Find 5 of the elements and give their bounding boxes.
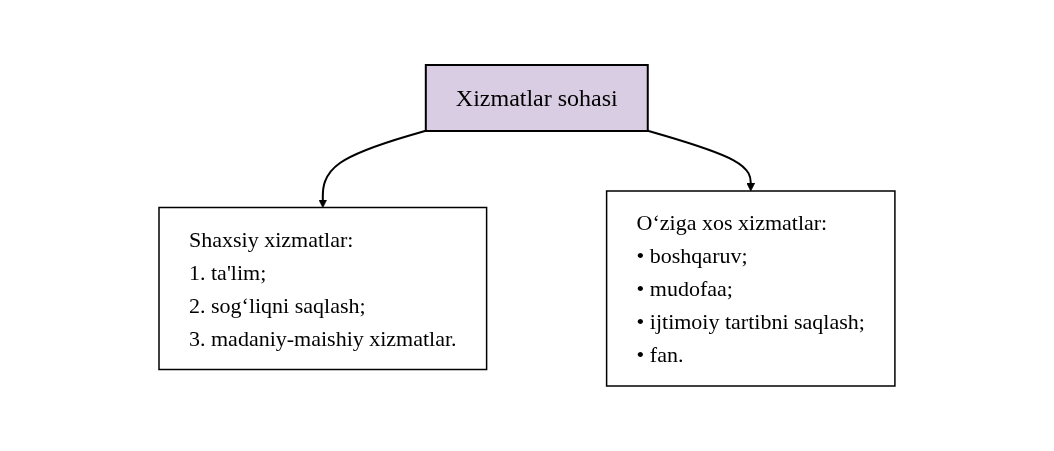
node-box: O‘ziga xos xizmatlar: • boshqaruv; • mudofaa; • ijtimoiy tartibni saqlash; • fan. (605, 190, 896, 387)
arrow (318, 129, 427, 208)
arrow (646, 129, 756, 192)
node-box: Shaxsiy xizmatlar: 1. ta'lim; 2. sog‘liqni saqlash; 3. madaniy-maishiy xizmatlar. (158, 206, 488, 371)
node-box: Xizmatlar sohasi (424, 64, 649, 132)
